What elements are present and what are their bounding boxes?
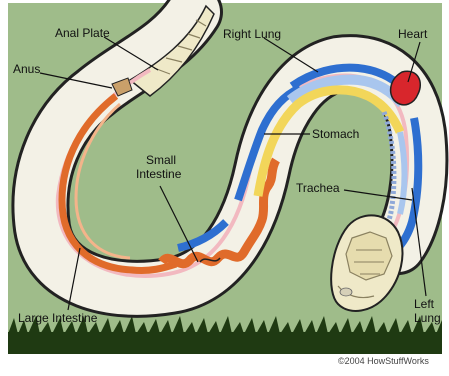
label-heart: Heart — [398, 27, 428, 41]
label-left-lung-line2: Lung — [414, 311, 441, 325]
label-small-intestine-line1: Small — [146, 153, 176, 167]
label-right-lung: Right Lung — [223, 27, 281, 41]
label-left-lung-line1: Left — [414, 297, 435, 311]
label-small-intestine-line2: Intestine — [136, 167, 182, 181]
label-large-intestine: Large Intestine — [18, 311, 98, 325]
label-anal-plate: Anal Plate — [55, 26, 110, 40]
label-anus: Anus — [13, 62, 40, 76]
label-trachea: Trachea — [296, 181, 340, 195]
label-stomach: Stomach — [312, 127, 359, 141]
copyright-text: ©2004 HowStuffWorks — [338, 356, 429, 366]
